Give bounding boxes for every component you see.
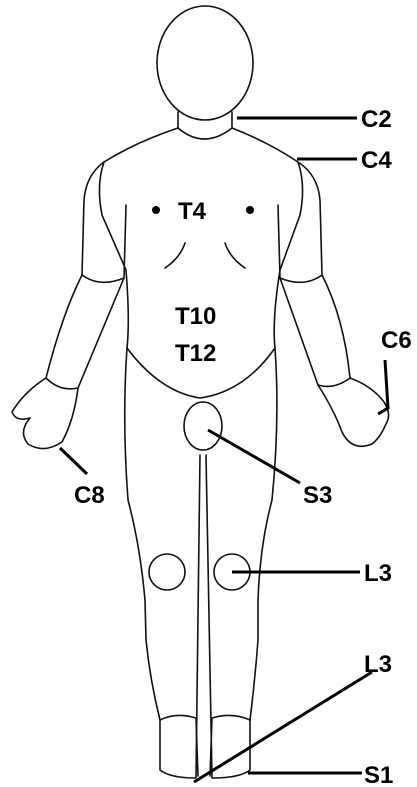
- right-hand: [318, 378, 389, 446]
- left-forearm: [46, 275, 124, 389]
- label-c4: C4: [361, 147, 392, 174]
- label-t12: T12: [175, 340, 216, 367]
- left-upper-arm: [82, 162, 126, 282]
- right-nipple-dot: [246, 206, 254, 214]
- label-t10: T10: [175, 303, 216, 330]
- label-c8: C8: [74, 482, 105, 509]
- label-c6: C6: [381, 327, 412, 354]
- c8-leader-line: [60, 448, 87, 474]
- label-l3-foot: L3: [364, 651, 392, 678]
- left-leg: [125, 348, 200, 778]
- label-l3-knee: L3: [364, 560, 392, 587]
- right-upper-arm: [278, 162, 322, 282]
- s3-leader-line: [208, 430, 300, 483]
- label-c2: C2: [361, 106, 392, 133]
- chest-left-curve: [165, 243, 185, 268]
- label-s3: S3: [303, 482, 332, 509]
- l3-foot-leader-line: [194, 672, 372, 782]
- left-foot: [160, 715, 198, 776]
- label-s1: S1: [364, 762, 393, 787]
- head: [157, 6, 253, 120]
- perineal-oval: [184, 402, 222, 450]
- chest-right-curve: [225, 243, 245, 268]
- left-nipple-dot: [152, 206, 160, 214]
- label-t4: T4: [178, 198, 207, 225]
- left-knee-circle: [149, 554, 185, 590]
- c6-leader-line: [378, 360, 388, 414]
- right-forearm: [280, 275, 350, 386]
